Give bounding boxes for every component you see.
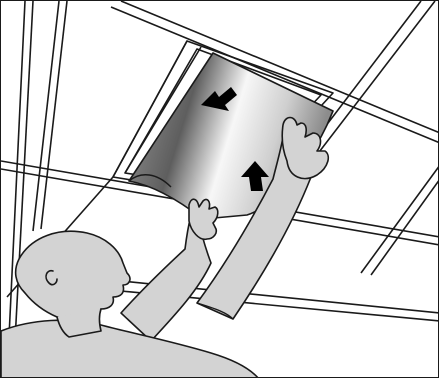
grid-rail-left-2-inner — [41, 1, 67, 229]
head — [16, 231, 130, 320]
grid-runner-right-low — [361, 165, 439, 273]
torso — [1, 320, 259, 378]
grid-rail-left-2 — [33, 1, 59, 231]
grid-runner-right-inner — [303, 1, 435, 173]
